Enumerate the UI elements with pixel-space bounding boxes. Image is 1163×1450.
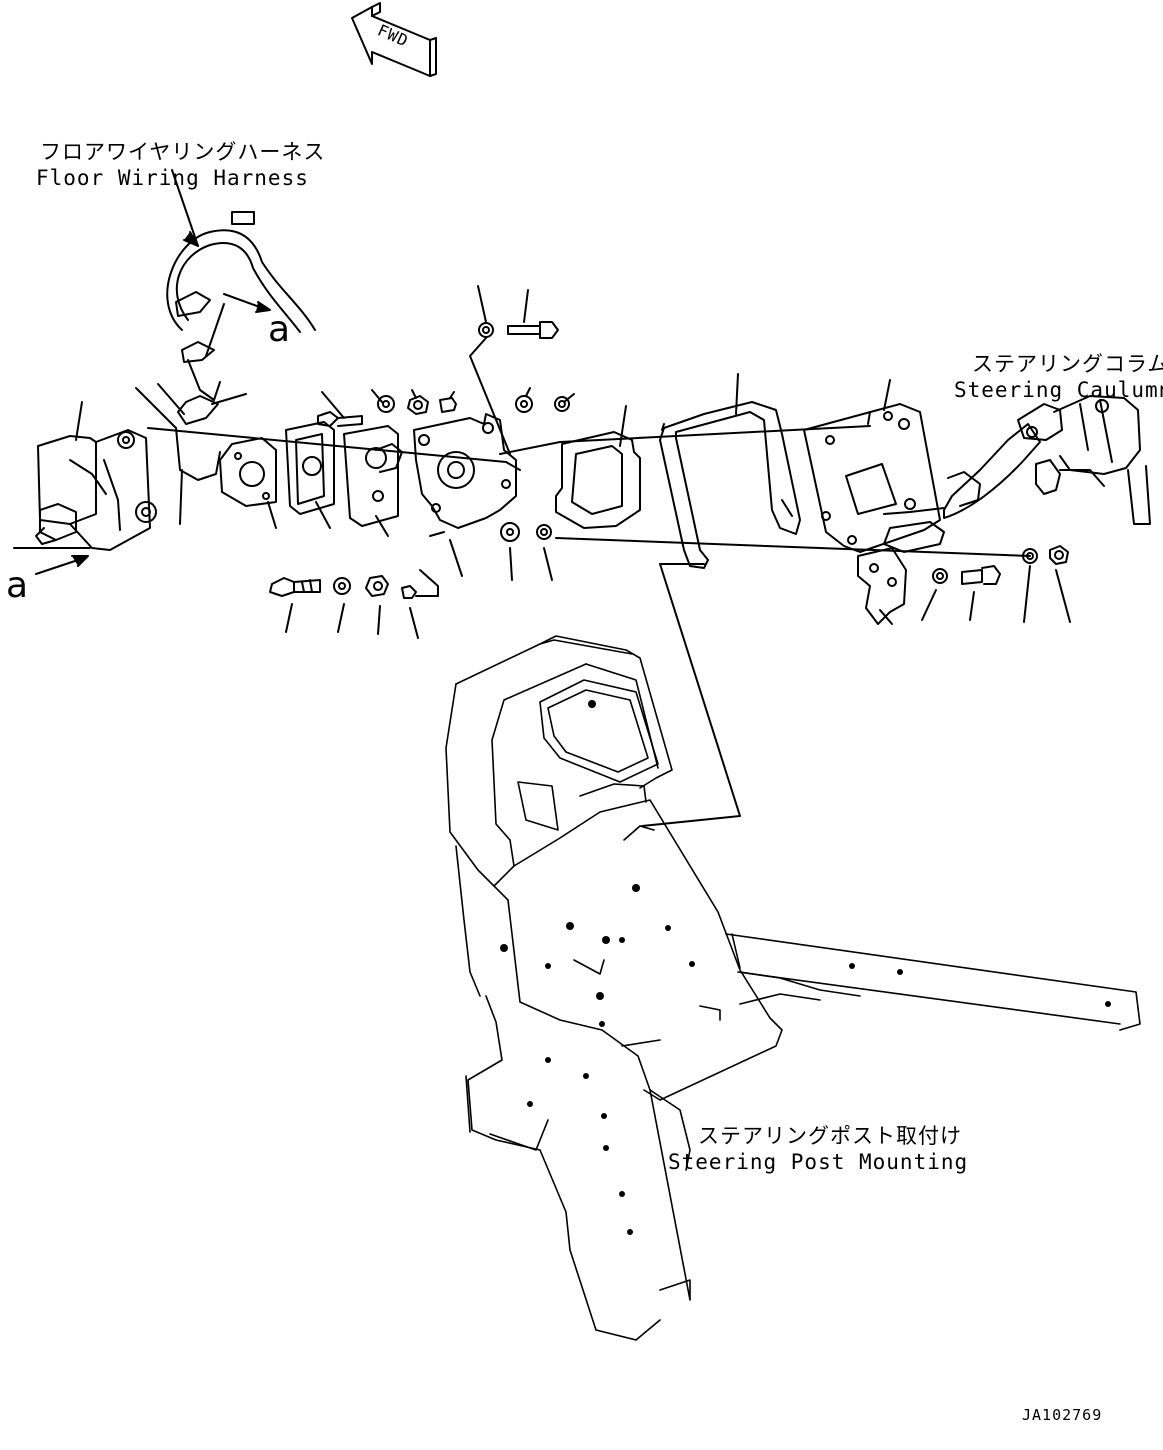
fasteners-lower bbox=[267, 501, 1071, 639]
mounting-bracket bbox=[413, 413, 517, 529]
actuator-motor bbox=[35, 387, 221, 551]
steering-column-label-en: Steering Caulumn bbox=[954, 378, 1163, 402]
cover-plate bbox=[803, 403, 941, 553]
steering-post-label-en: Steering Post Mounting bbox=[668, 1150, 969, 1174]
frame-holes bbox=[500, 700, 1111, 1235]
floor-harness-label-jp: フロアワイヤリングハーネス bbox=[40, 140, 326, 164]
floor-wiring-harness bbox=[166, 169, 316, 425]
callout-a-upper: a bbox=[268, 309, 291, 350]
seal-gasket bbox=[659, 401, 801, 569]
floor-harness-label-en: Floor Wiring Harness bbox=[36, 166, 309, 190]
steering-post-label-jp: ステアリングポスト取付け bbox=[698, 1124, 962, 1148]
steering-post-frame bbox=[445, 635, 1141, 1341]
fasteners-upper bbox=[317, 285, 891, 455]
frame-gasket bbox=[555, 431, 641, 529]
steering-column-label-jp: ステアリングコラム bbox=[972, 352, 1163, 376]
callout-a-lower: a bbox=[6, 565, 29, 606]
fwd-arrow-icon bbox=[351, 2, 437, 77]
cover-bracket bbox=[857, 521, 945, 625]
bearing-plate bbox=[343, 425, 403, 527]
spacer-plate bbox=[219, 437, 277, 507]
document-id: JA102769 bbox=[1022, 1406, 1103, 1424]
gasket-plate bbox=[285, 421, 335, 515]
steering-column bbox=[883, 395, 1151, 525]
